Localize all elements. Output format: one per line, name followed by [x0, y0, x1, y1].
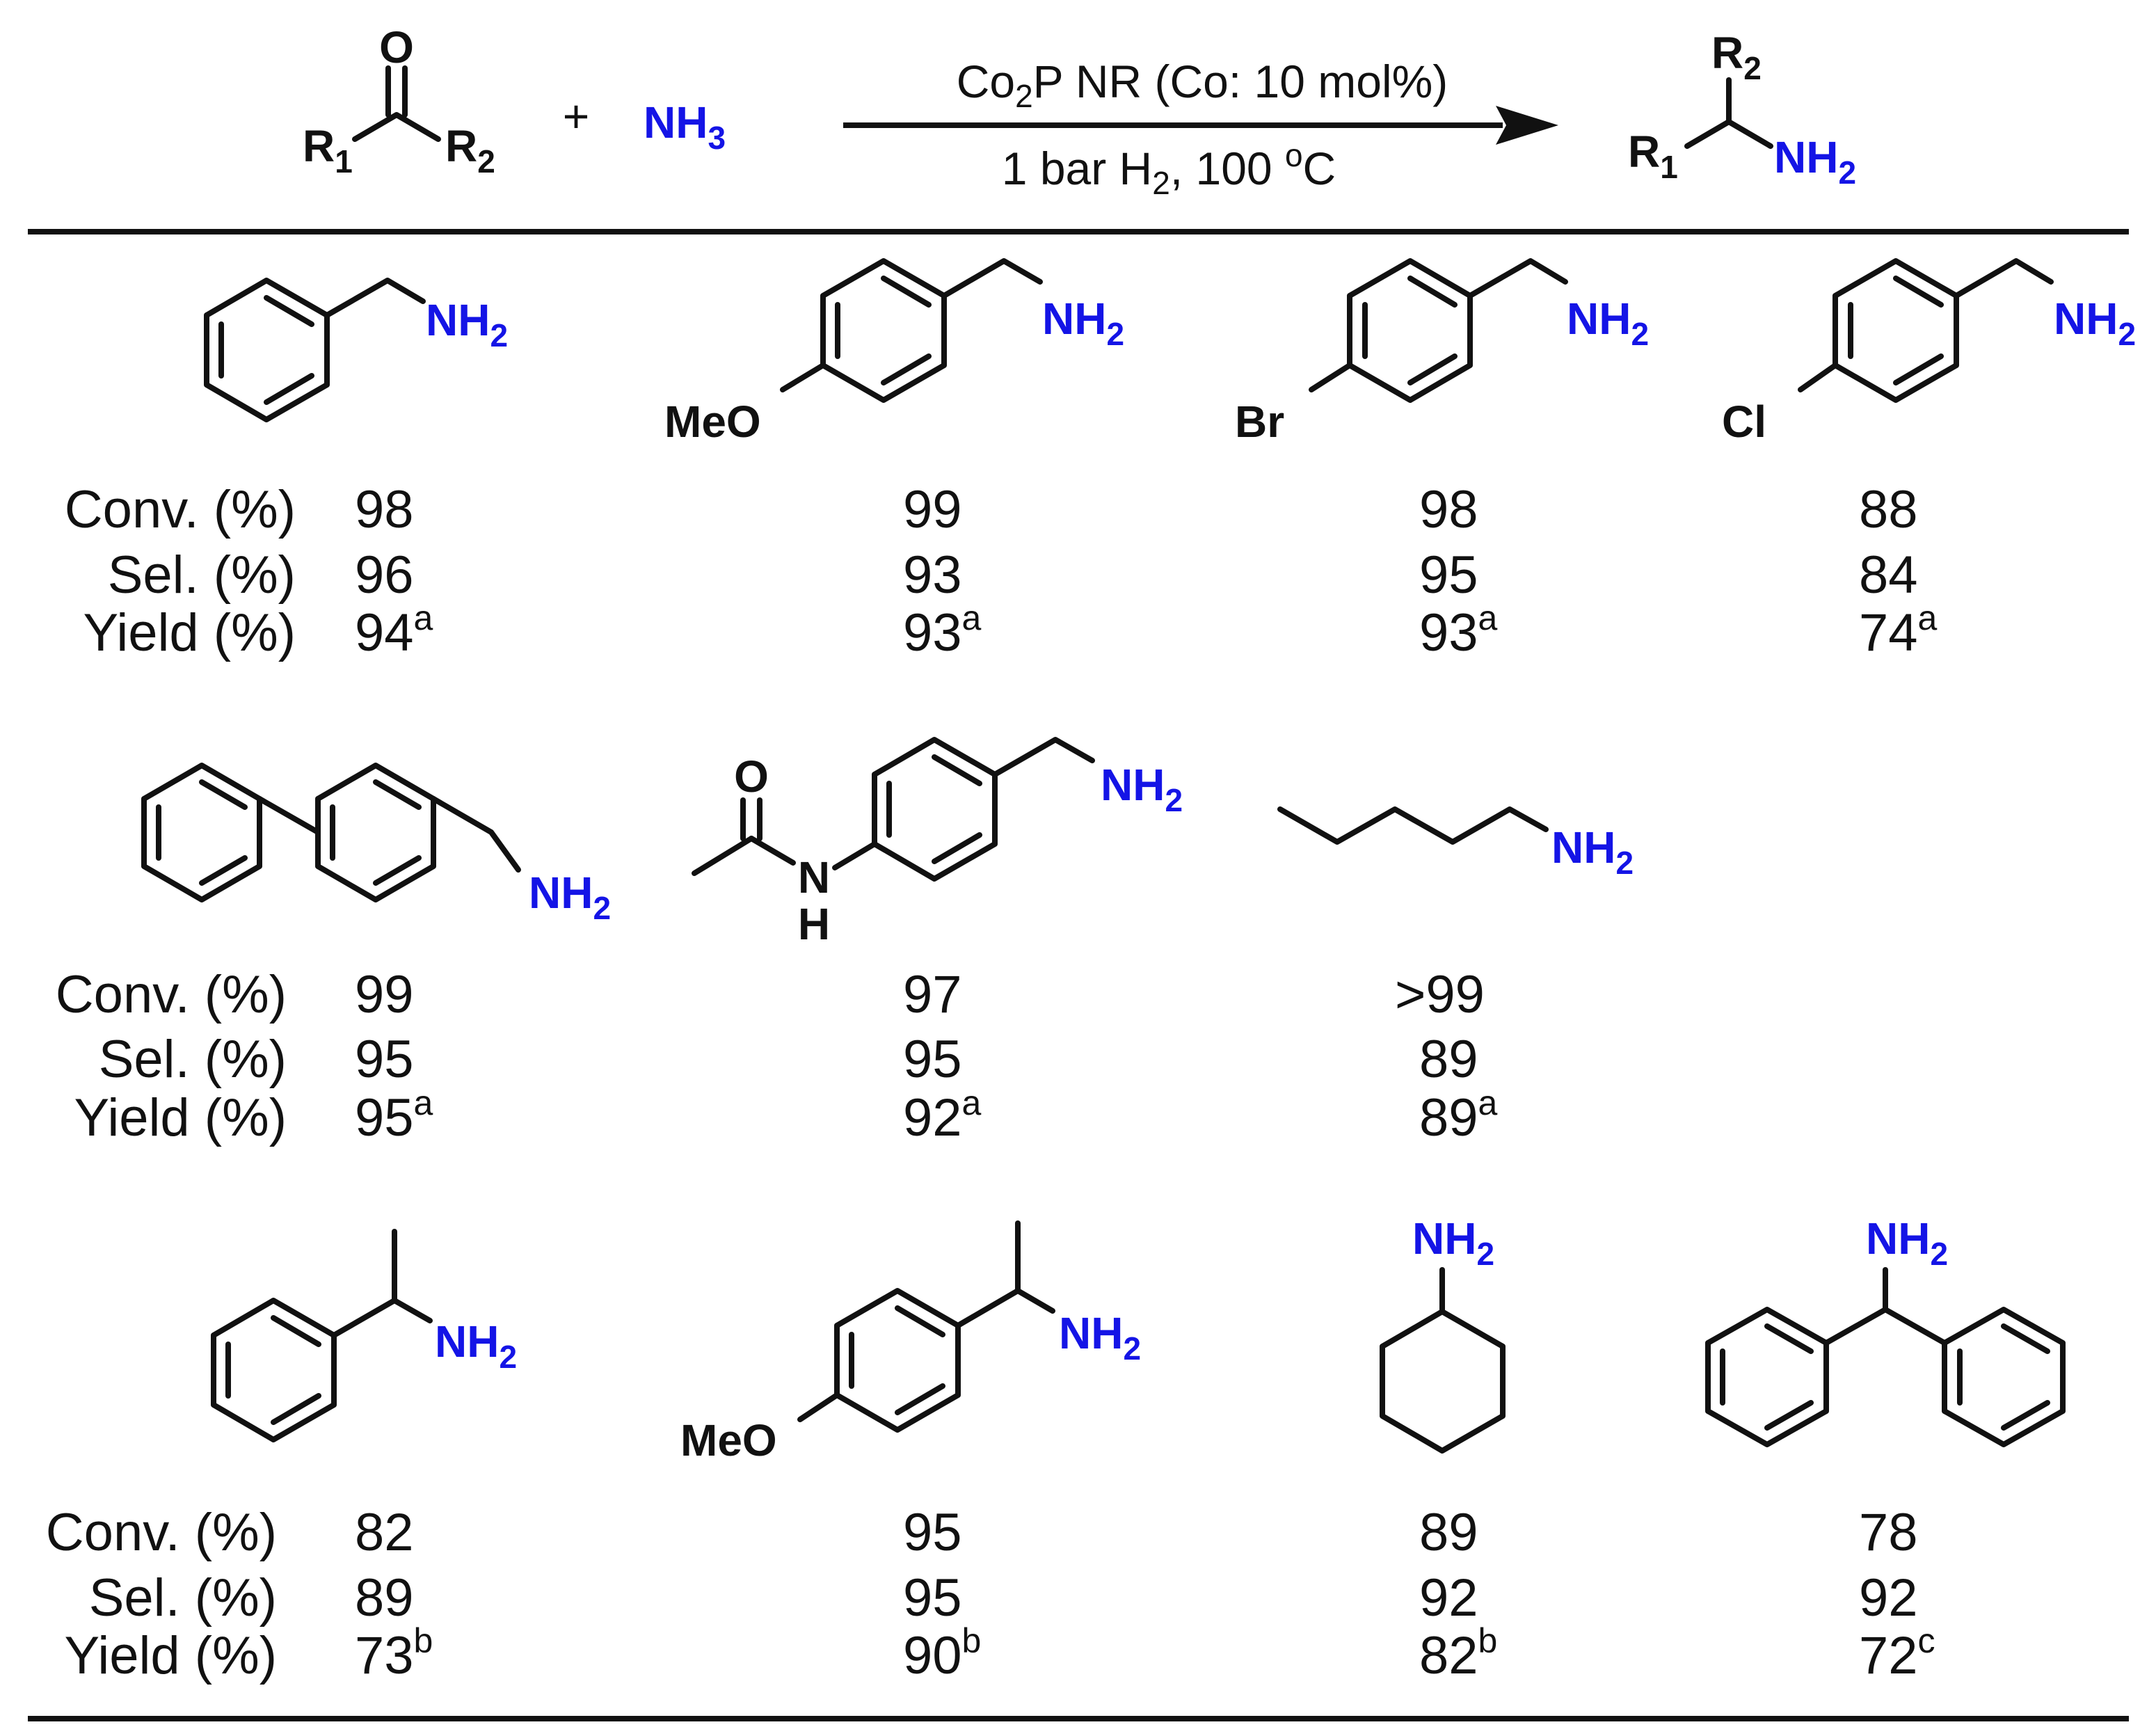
ketone-r1: R1	[303, 121, 353, 180]
conv-label: Conv. (%)	[56, 965, 287, 1024]
conv-value: 78	[1859, 1503, 1918, 1562]
ketone-reactant: O R1 R2	[303, 22, 495, 180]
amide-hydrogen-label: H	[798, 899, 830, 949]
structure-4-chlorobenzylamine: NH2 Cl	[1722, 258, 2136, 447]
amine-label: NH2	[1042, 294, 1124, 352]
sel-label: Sel. (%)	[99, 1030, 287, 1089]
structure-benzhydrylamine: NH2	[1705, 1213, 2066, 1447]
conv-value: 97	[903, 965, 962, 1024]
ketone-oxygen: O	[379, 22, 414, 72]
conv-value: 98	[355, 480, 414, 539]
yield-value: 82b	[1419, 1621, 1497, 1685]
amine-label: NH2	[1551, 822, 1634, 881]
conv-value: 88	[1859, 480, 1918, 539]
reaction-arrow	[843, 106, 1558, 145]
structure-acetamidobenzylamine: NH2 O N H	[692, 737, 1183, 949]
conv-value: 99	[355, 965, 414, 1024]
structure-methoxyphenylethylamine: NH2 MeO	[680, 1220, 1141, 1465]
product-r2: R2	[1711, 28, 1762, 86]
pressure-temperature-condition: 1 bar H2, 100 oC	[1002, 137, 1336, 201]
amine-product: R2 R1 NH2	[1628, 28, 1856, 191]
sel-value: 96	[355, 546, 414, 605]
amine-label: NH2	[435, 1316, 517, 1375]
structure-pentylamine: NH2	[1277, 806, 1634, 881]
conv-value: 95	[903, 1503, 962, 1562]
structure-benzylamine: NH2	[204, 278, 508, 422]
amine-label: NH2	[1412, 1213, 1494, 1272]
ammonia-reagent: NH3	[644, 97, 726, 156]
amine-label: NH2	[1567, 294, 1649, 352]
sel-value: 92	[1859, 1568, 1918, 1627]
ketone-r2: R2	[445, 121, 495, 180]
conv-value: >99	[1395, 965, 1485, 1024]
conv-value: 98	[1419, 480, 1478, 539]
sel-value: 95	[903, 1568, 962, 1627]
sel-label: Sel. (%)	[89, 1568, 277, 1627]
sel-value: 95	[1419, 546, 1478, 605]
yield-value: 89a	[1419, 1083, 1498, 1147]
sel-value: 84	[1859, 546, 1918, 605]
structure-1-phenylethylamine: NH2	[211, 1229, 517, 1442]
conv-label: Conv. (%)	[46, 1503, 277, 1562]
catalyst-condition: Co2P NR (Co: 10 mol%)	[957, 56, 1448, 114]
structure-4-methoxybenzylamine: NH2 MeO	[664, 258, 1124, 447]
chloro-label: Cl	[1722, 397, 1766, 447]
yield-value: 95a	[355, 1083, 433, 1147]
structure-cyclohexylamine: NH2	[1380, 1213, 1506, 1454]
conv-value: 89	[1419, 1503, 1478, 1562]
product-r1: R1	[1628, 127, 1678, 185]
yield-value: 92a	[903, 1083, 982, 1147]
yield-value: 73b	[355, 1621, 433, 1685]
yield-value: 74a	[1859, 598, 1938, 662]
sel-label: Sel. (%)	[108, 546, 296, 605]
yield-value: 94a	[355, 598, 433, 662]
amide-nitrogen-label: N	[798, 852, 830, 902]
yield-label: Yield (%)	[65, 1626, 277, 1685]
sel-value: 89	[355, 1568, 414, 1627]
yield-label: Yield (%)	[74, 1088, 287, 1147]
amine-label: NH2	[529, 868, 611, 926]
amine-label: NH2	[1059, 1308, 1141, 1367]
amine-label: NH2	[2054, 294, 2136, 352]
yield-value: 72c	[1859, 1621, 1935, 1685]
conv-value: 82	[355, 1503, 414, 1562]
plus-sign: +	[563, 90, 590, 142]
methoxy-label: MeO	[664, 397, 761, 447]
sel-value: 89	[1419, 1030, 1478, 1089]
sel-value: 95	[903, 1030, 962, 1089]
yield-value: 93a	[1419, 598, 1498, 662]
sel-value: 95	[355, 1030, 414, 1089]
structure-4-bromobenzylamine: NH2 Br	[1235, 258, 1649, 447]
methoxy-label: MeO	[680, 1415, 777, 1465]
amine-label: NH2	[1866, 1213, 1948, 1272]
conv-label: Conv. (%)	[65, 480, 296, 539]
reaction-scheme: O R1 R2 + NH3 Co2P NR (Co: 10 mol%) 1 ba…	[303, 22, 1856, 201]
sel-value: 92	[1419, 1568, 1478, 1627]
bromo-label: Br	[1235, 397, 1284, 447]
yield-label: Yield (%)	[83, 603, 296, 662]
carbonyl-oxygen-label: O	[734, 751, 769, 802]
sel-value: 93	[903, 546, 962, 605]
yield-value: 90b	[903, 1621, 981, 1685]
conv-value: 99	[903, 480, 962, 539]
product-amine: NH2	[1774, 132, 1856, 191]
amine-label: NH2	[426, 295, 508, 353]
yield-value: 93a	[903, 598, 982, 662]
structure-biphenylmethylamine: NH2	[141, 763, 611, 926]
amine-label: NH2	[1101, 760, 1183, 818]
